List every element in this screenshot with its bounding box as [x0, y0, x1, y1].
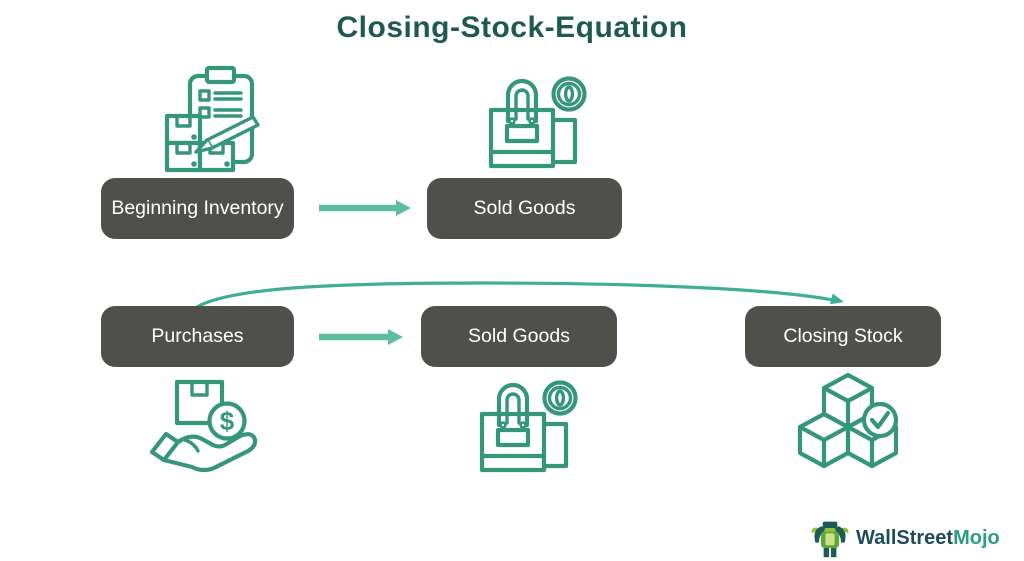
curved-arrow-purchases-to-closing-stock — [196, 281, 844, 309]
node-label: Beginning Inventory — [111, 197, 284, 219]
node-purchases: Purchases — [101, 306, 294, 367]
node-label: Sold Goods — [468, 325, 570, 347]
node-beginning-inventory: Beginning Inventory — [101, 178, 294, 239]
inventory-clipboard-checklist-boxes-pen-icon — [164, 65, 260, 173]
node-sold-goods-top: Sold Goods — [427, 178, 622, 239]
shopping-bag-coin-icon — [488, 76, 587, 169]
hand-box-dollar-icon: $ — [149, 379, 258, 473]
node-label: Sold Goods — [473, 197, 576, 219]
shopping-bag-coin-icon — [472, 378, 580, 476]
arrow-purchases-to-sold-goods — [319, 329, 403, 345]
node-closing-stock: Closing Stock — [745, 306, 941, 367]
logo-wordmark: WallStreetMojo — [856, 527, 1000, 550]
bull-mascot-icon — [811, 521, 849, 558]
node-sold-goods-bottom: Sold Goods — [421, 306, 617, 367]
wallstreetmojo-logo: WallStreetMojo — [808, 517, 1000, 559]
node-label: Purchases — [151, 325, 244, 347]
svg-text:$: $ — [220, 406, 235, 436]
logo-text-secondary: Mojo — [953, 526, 1000, 549]
page-title: Closing-Stock-Equation — [336, 11, 688, 44]
arrow-beginning-inventory-to-sold-goods — [319, 200, 411, 216]
logo-text-primary: WallStreet — [856, 526, 954, 549]
stacked-cubes-checkmark-icon — [797, 372, 899, 469]
node-label: Closing Stock — [783, 325, 903, 347]
